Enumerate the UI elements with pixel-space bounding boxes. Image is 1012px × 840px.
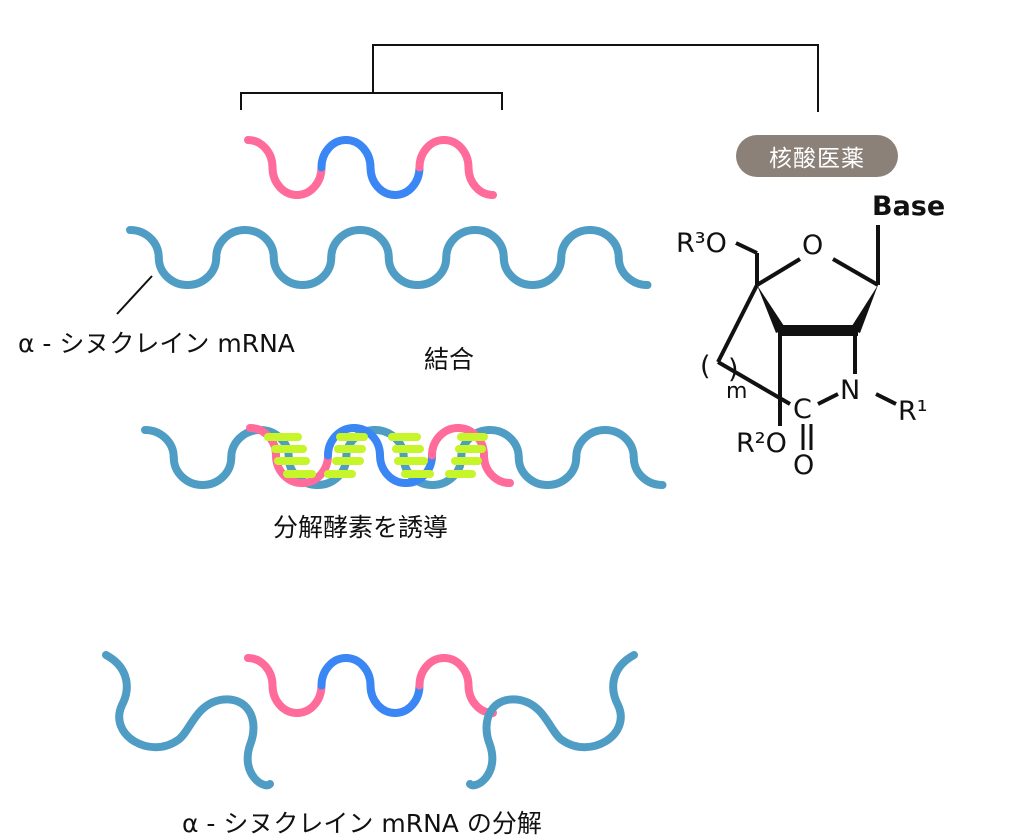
oligo-segment — [464, 163, 497, 199]
degradation-label: α - シヌクレイン mRNA の分解 — [182, 809, 542, 838]
target-mrna-strand — [126, 226, 652, 289]
base-label: Base — [872, 191, 945, 222]
mrna-segment — [384, 253, 422, 289]
mrna-segment — [169, 453, 207, 489]
mrna-segment — [356, 226, 393, 262]
oligo-segment — [293, 681, 326, 717]
mrna-segment — [183, 253, 221, 289]
mrna-segment — [154, 253, 192, 289]
mrna-segment — [141, 426, 178, 462]
oligo-segment — [480, 451, 514, 487]
mrna-pointer-line — [116, 275, 153, 315]
mrna-segment — [413, 253, 451, 289]
oligo-segment — [293, 163, 326, 199]
mrna-segment — [572, 426, 609, 462]
oligo-segment — [366, 163, 399, 199]
oligo-segment — [428, 424, 462, 460]
chemical-structure: Base R³O O N R¹ C R²O O ( ) m — [676, 191, 945, 481]
oligo-segment — [268, 681, 301, 717]
mrna-segment — [614, 253, 652, 289]
mrna-fragment-left — [102, 651, 274, 790]
mrna-segment — [227, 426, 264, 462]
binding-label: 結合 — [424, 345, 475, 374]
mrna-segment — [499, 253, 537, 289]
oligo-segment — [342, 136, 375, 172]
mrna-segment — [514, 453, 552, 489]
repeat-open-paren: ( — [700, 351, 711, 382]
ring-oxygen-label: O — [802, 230, 823, 261]
badge-text: 核酸医薬 — [769, 146, 865, 172]
bold-bond — [778, 325, 858, 336]
r2o-label: R²O — [736, 428, 787, 459]
r3o-label: R³O — [676, 228, 727, 259]
antisense-oligo — [244, 136, 497, 199]
oligo-segment — [244, 136, 277, 172]
mrna-segment — [543, 453, 581, 489]
carbon-label: C — [793, 394, 812, 425]
r1-label: R¹ — [898, 396, 928, 427]
mrna-segment — [126, 226, 163, 262]
oligo-segment — [391, 681, 424, 717]
mrna-segment — [269, 253, 307, 289]
oligo-segment — [342, 654, 375, 690]
mrna-segment — [212, 226, 249, 262]
mrna-segment — [241, 226, 278, 262]
mrna-segment — [471, 226, 508, 262]
oligo-segment — [317, 654, 350, 690]
mrna-segment — [601, 426, 638, 462]
oligo-segment — [440, 136, 473, 172]
mrna-segment — [528, 253, 566, 289]
mrna-segment — [557, 226, 594, 262]
induce-enzyme-label: 分解酵素を誘導 — [273, 513, 449, 542]
mrna-segment — [442, 226, 479, 262]
wedge-bond-right — [850, 285, 878, 333]
base-pairs — [264, 433, 488, 478]
target-mrna-label: α - シヌクレイン mRNA — [18, 329, 295, 358]
oligo-segment — [440, 654, 473, 690]
oligo-segment — [317, 136, 350, 172]
mrna-segment — [586, 226, 623, 262]
released-oligo — [244, 654, 497, 717]
connector-bracket — [240, 44, 819, 112]
mrna-segment — [298, 253, 336, 289]
mrna-fragment-right — [466, 651, 638, 790]
oligo-segment — [415, 136, 448, 172]
repeat-index-m: m — [726, 379, 747, 404]
mrna-segment — [327, 226, 364, 262]
oligo-segment — [366, 681, 399, 717]
mrna-segment — [198, 453, 236, 489]
oligo-segment — [391, 163, 424, 199]
oligo-segment — [268, 163, 301, 199]
oligo-segment — [415, 654, 448, 690]
wedge-bond-left — [757, 285, 786, 333]
oligo-segment — [244, 654, 277, 690]
carbonyl-oxygen-label: O — [793, 450, 814, 481]
mrna-segment — [629, 453, 667, 489]
nucleic-acid-drug-badge: 核酸医薬 — [736, 135, 898, 177]
mrna-segment — [486, 426, 523, 462]
nitrogen-label: N — [840, 375, 860, 406]
